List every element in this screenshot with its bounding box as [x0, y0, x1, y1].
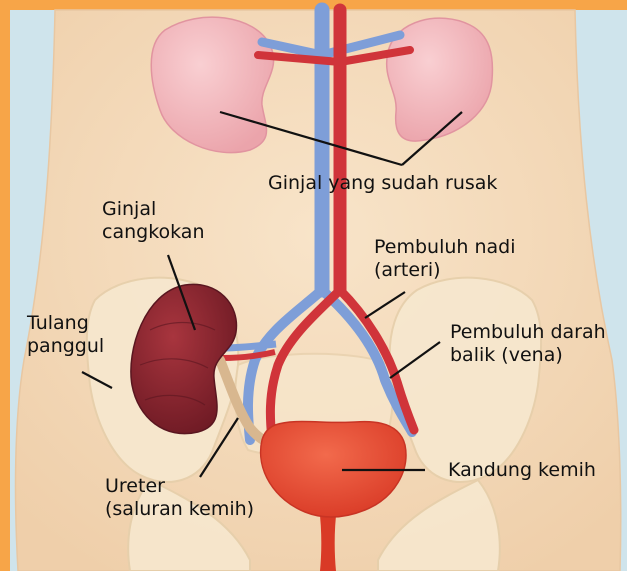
label-ureter-line1: Ureter: [105, 475, 254, 498]
label-pelvis-line1: Tulang: [27, 312, 104, 335]
label-transplant-kidney: Ginjal cangkokan: [102, 198, 205, 244]
label-vein: Pembuluh darah balik (vena): [450, 321, 606, 367]
label-artery-line2: (arteri): [374, 259, 516, 282]
label-transplant-kidney-line1: Ginjal: [102, 198, 205, 221]
label-damaged-kidney: Ginjal yang sudah rusak: [268, 172, 497, 195]
label-pelvis: Tulang panggul: [27, 312, 104, 358]
label-vein-line2: balik (vena): [450, 344, 606, 367]
label-transplant-kidney-line2: cangkokan: [102, 221, 205, 244]
label-pelvis-line2: panggul: [27, 335, 104, 358]
label-ureter: Ureter (saluran kemih): [105, 475, 254, 521]
label-artery: Pembuluh nadi (arteri): [374, 236, 516, 282]
label-ureter-line2: (saluran kemih): [105, 498, 254, 521]
label-vein-line1: Pembuluh darah: [450, 321, 606, 344]
label-artery-line1: Pembuluh nadi: [374, 236, 516, 259]
label-bladder: Kandung kemih: [448, 459, 596, 482]
